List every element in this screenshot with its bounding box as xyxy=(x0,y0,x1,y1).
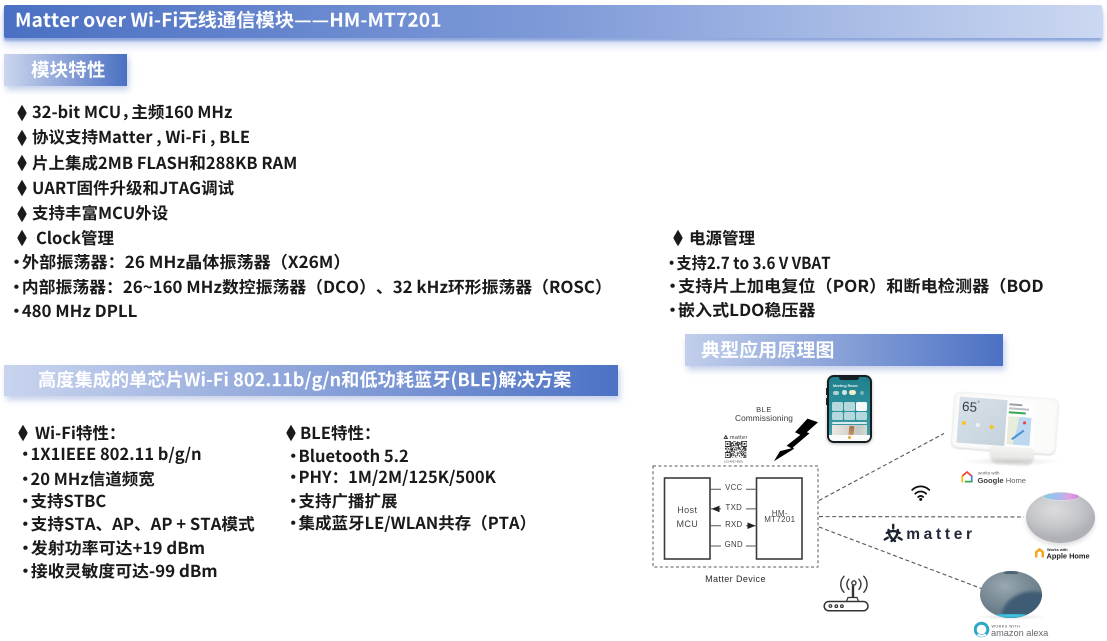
svg-text:Apple Home: Apple Home xyxy=(1047,551,1090,560)
svg-text:matter: matter xyxy=(730,435,748,441)
svg-text:WORKS WITH: WORKS WITH xyxy=(992,624,1021,628)
svg-text:works with: works with xyxy=(978,471,1000,476)
svg-text:Google Home: Google Home xyxy=(978,476,1027,485)
svg-text:Works with: Works with xyxy=(1047,547,1068,552)
svg-text:amazon alexa: amazon alexa xyxy=(991,628,1049,638)
svg-text:123-4567-8901: 123-4567-8901 xyxy=(724,460,743,464)
